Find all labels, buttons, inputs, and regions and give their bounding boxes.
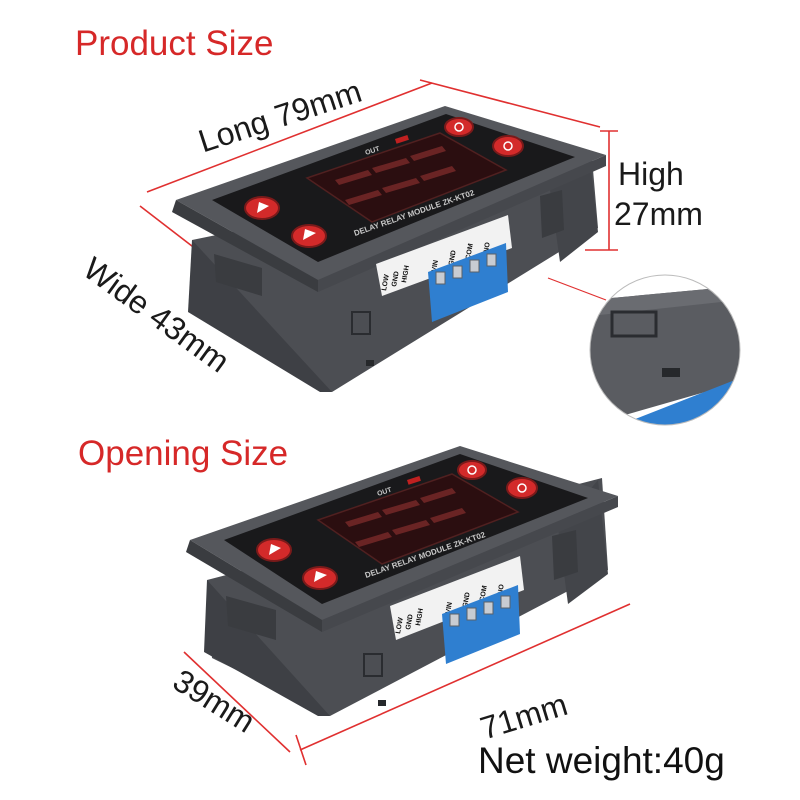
net-weight-label: Net weight:40g xyxy=(478,740,725,781)
set-button xyxy=(444,117,474,137)
opening-height-label: 39mm xyxy=(166,662,262,740)
down-button-2 xyxy=(302,566,338,590)
terminal-label-vin-2: VIN xyxy=(445,602,454,615)
clip-detail-zoom xyxy=(590,275,740,425)
opening-width-label: 71mm xyxy=(476,686,572,747)
detail-callout-line xyxy=(547,277,607,301)
switch-label-low-2: LOW xyxy=(395,617,405,635)
terminal-label-no-2: NO xyxy=(497,583,506,595)
power-button xyxy=(492,135,524,157)
up-button-2 xyxy=(256,538,292,562)
out-indicator-label-2: OUT xyxy=(376,486,393,497)
switch-label-low: LOW xyxy=(381,274,391,292)
power-button-2 xyxy=(506,477,538,499)
high-dimension-line xyxy=(585,130,618,251)
terminal-label-com-2: COM xyxy=(479,585,489,602)
switch-label-high-2: HIGH xyxy=(415,608,425,626)
product-module-illustration: OUT DELAY RELAY MODULE ZK-KT02 LOW GND H… xyxy=(139,79,741,426)
opening-size-heading: Opening Size xyxy=(78,434,289,473)
up-button xyxy=(244,196,280,220)
terminal-label-vin: VIN xyxy=(431,260,440,273)
switch-label-high: HIGH xyxy=(401,265,411,283)
terminal-label-gnd: GND xyxy=(448,250,458,267)
terminal-label-no: NO xyxy=(483,241,492,253)
terminal-label-gnd-2: GND xyxy=(462,592,472,609)
high-dimension-label-line1: High xyxy=(618,156,684,192)
switch-label-gnd: GND xyxy=(391,271,401,288)
terminal-label-com: COM xyxy=(465,243,475,260)
model-label-2: DELAY RELAY MODULE ZK-KT02 xyxy=(364,530,487,580)
down-button xyxy=(291,224,327,248)
high-dimension-label-line2: 27mm xyxy=(614,196,703,232)
switch-label-gnd-2: GND xyxy=(405,614,415,631)
set-button-2 xyxy=(457,460,487,480)
long-dimension-line xyxy=(146,79,601,193)
out-indicator-label: OUT xyxy=(364,145,381,156)
product-size-heading: Product Size xyxy=(75,24,274,63)
